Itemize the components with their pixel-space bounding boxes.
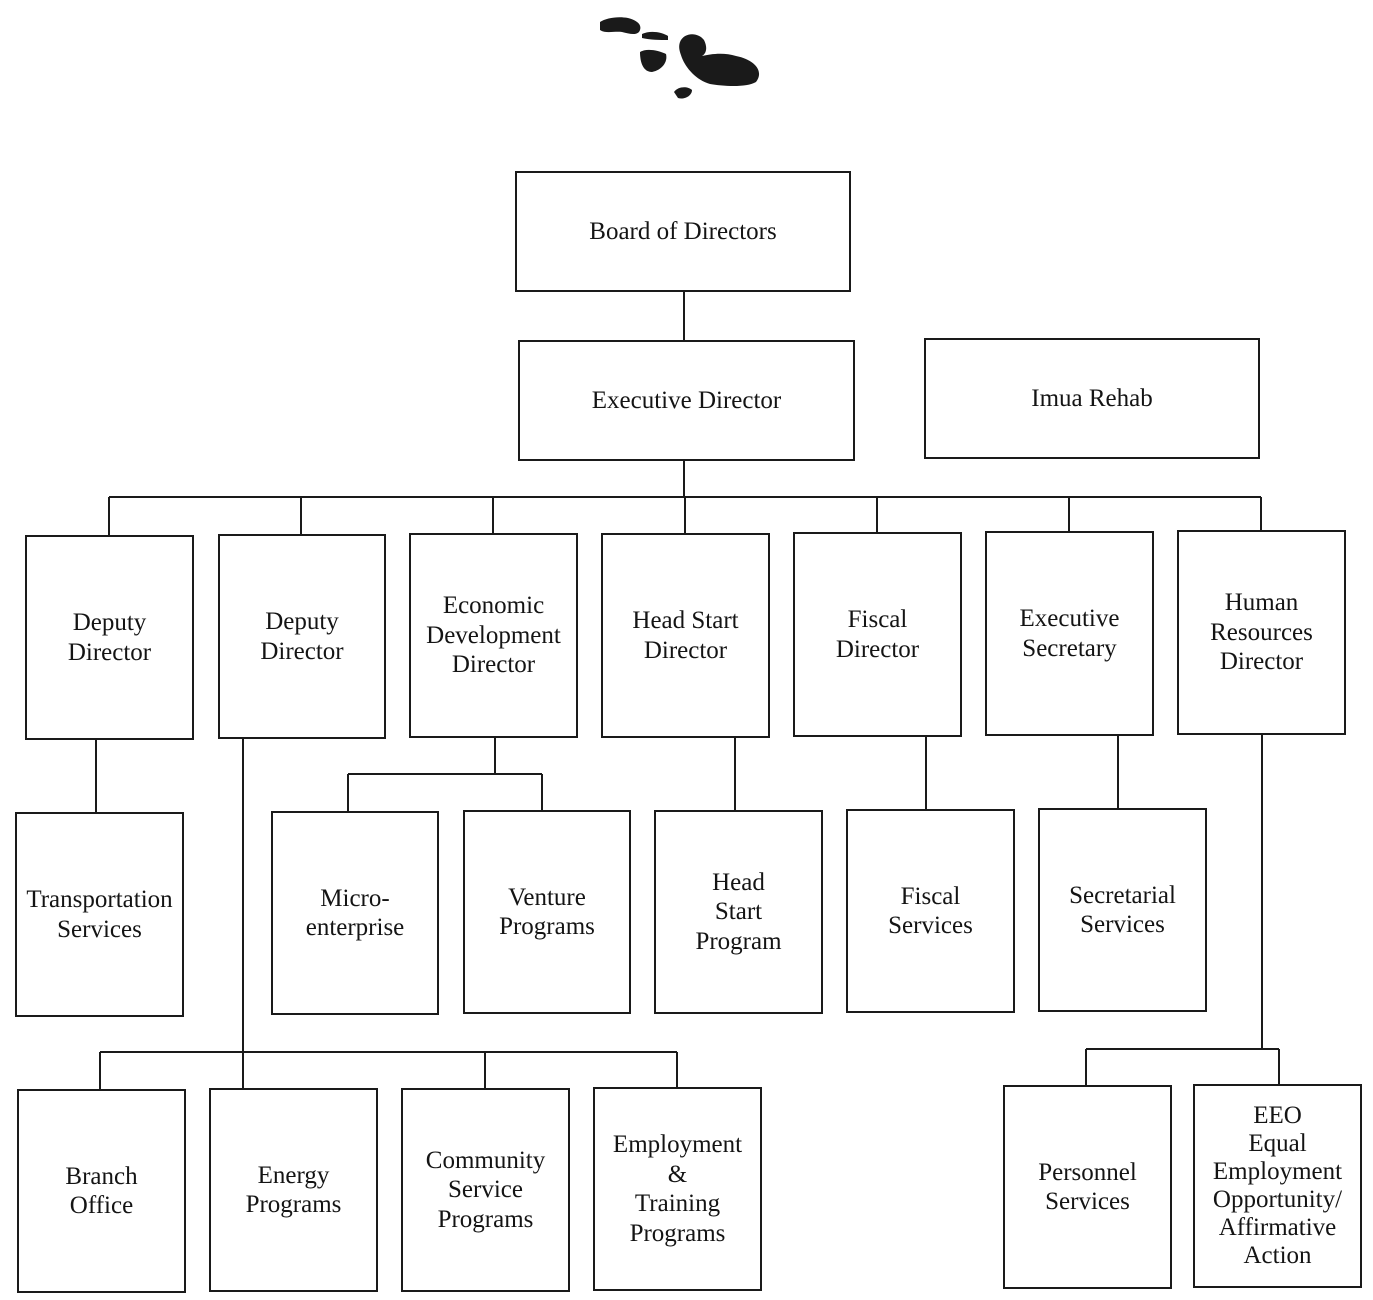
deputy-director-1-box: Deputy Director: [25, 535, 194, 740]
human-resources-director-box: Human Resources Director: [1177, 530, 1346, 735]
board-of-directors-box: Board of Directors: [515, 171, 851, 292]
executive-director-label: Executive Director: [591, 386, 782, 414]
venture-programs-label: Venture Programs: [499, 883, 595, 941]
eeo-box: EEO Equal Employment Opportunity/ Affirm…: [1193, 1084, 1362, 1288]
microenterprise-label: Micro- enterprise: [305, 884, 405, 942]
fiscal-services-box: Fiscal Services: [846, 809, 1015, 1013]
microenterprise-box: Micro- enterprise: [271, 811, 439, 1015]
head-start-program-label: Head Start Program: [695, 868, 782, 955]
community-service-programs-label: Community Service Programs: [425, 1146, 546, 1233]
eeo-label: EEO Equal Employment Opportunity/ Affirm…: [1212, 1102, 1343, 1269]
fiscal-director-label: Fiscal Director: [835, 606, 920, 663]
fiscal-director-box: Fiscal Director: [793, 532, 962, 737]
secretarial-services-label: Secretarial Services: [1069, 881, 1176, 939]
transportation-services-label: Transportation Services: [26, 886, 173, 943]
branch-office-label: Branch Office: [65, 1162, 138, 1220]
secretarial-services-box: Secretarial Services: [1038, 808, 1207, 1012]
head-start-director-label: Head Start Director: [632, 607, 739, 664]
deputy-director-2-box: Deputy Director: [218, 534, 386, 739]
executive-secretary-label: Executive Secretary: [1019, 605, 1120, 662]
imua-rehab-box: Imua Rehab: [924, 338, 1260, 459]
fiscal-services-label: Fiscal Services: [888, 882, 973, 940]
employment-training-programs-label: Employment & Training Programs: [612, 1131, 743, 1247]
deputy-director-1-label: Deputy Director: [67, 609, 152, 666]
energy-programs-box: Energy Programs: [209, 1088, 378, 1292]
executive-director-box: Executive Director: [518, 340, 855, 461]
energy-programs-label: Energy Programs: [245, 1161, 342, 1219]
economic-development-director-label: Economic Development Director: [426, 592, 561, 679]
branch-office-box: Branch Office: [17, 1089, 186, 1293]
head-start-program-box: Head Start Program: [654, 810, 823, 1014]
board-of-directors-label: Board of Directors: [589, 217, 777, 245]
imua-rehab-label: Imua Rehab: [1031, 384, 1153, 412]
head-start-director-box: Head Start Director: [601, 533, 770, 738]
venture-programs-box: Venture Programs: [463, 810, 631, 1014]
economic-development-director-box: Economic Development Director: [409, 533, 578, 738]
hawaiian-islands-logo: [600, 17, 760, 99]
transportation-services-box: Transportation Services: [15, 812, 184, 1017]
human-resources-director-label: Human Resources Director: [1210, 589, 1313, 676]
personnel-services-label: Personnel Services: [1038, 1158, 1137, 1216]
community-service-programs-box: Community Service Programs: [401, 1088, 570, 1292]
personnel-services-box: Personnel Services: [1003, 1085, 1172, 1289]
employment-training-programs-box: Employment & Training Programs: [593, 1087, 762, 1291]
deputy-director-2-label: Deputy Director: [260, 608, 344, 665]
executive-secretary-box: Executive Secretary: [985, 531, 1154, 736]
